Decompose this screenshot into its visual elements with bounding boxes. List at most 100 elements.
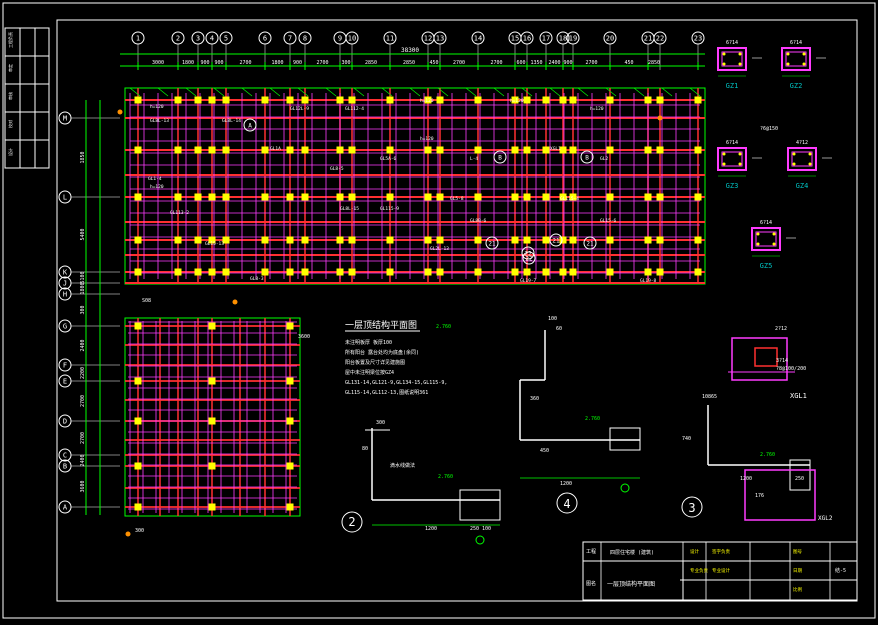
column-marker: [644, 96, 652, 104]
axis-label-left: F: [63, 362, 67, 370]
column-marker: [261, 236, 269, 244]
gz-label: GZ1: [726, 82, 739, 90]
gz-stirrup: [755, 231, 777, 247]
dim-slash: [129, 87, 141, 97]
sidebar-row-text: 校对: [7, 120, 13, 128]
gz-stirrup-label: ?6@150: [760, 126, 778, 132]
gz-section-outline: [717, 47, 747, 71]
dim-top-value: 2850: [403, 60, 415, 66]
section-tag-circle: [522, 251, 536, 265]
column-marker: [336, 96, 344, 104]
column-marker: [656, 96, 664, 104]
column-marker: [222, 96, 230, 104]
sidebar-row-text: 设计: [7, 148, 13, 156]
rebar-dot: [808, 162, 812, 166]
tb-project: 四层住宅楼 (建筑): [610, 549, 654, 556]
column-marker: [286, 146, 294, 154]
axis-label-top: 10: [348, 35, 356, 43]
column-marker: [656, 268, 664, 276]
tb-cell: 图号: [793, 549, 802, 555]
tb-cell: 专业负责: [690, 567, 708, 574]
xgl1-label: XGL1: [790, 392, 807, 400]
column-marker: [606, 146, 614, 154]
dim-slash: [409, 87, 421, 97]
column-marker: [424, 236, 432, 244]
column-marker: [194, 96, 202, 104]
axis-label-left: B: [63, 463, 67, 471]
column-marker: [134, 268, 142, 276]
dim-top-value: 900: [563, 60, 572, 66]
gz-rebar: 6?14: [760, 220, 772, 226]
beam-label: GL5-8: [450, 196, 464, 202]
column-marker: [644, 193, 652, 201]
dim-top-value: 2700: [239, 60, 251, 66]
axis-label-left: E: [63, 378, 67, 386]
section-tag-circle: [493, 150, 507, 164]
column-marker: [348, 96, 356, 104]
dim-top-value: 2850: [365, 60, 377, 66]
section-tag-circle: [549, 233, 563, 247]
section-tag-circle: [583, 236, 597, 250]
tb-sheet-no: 结-5: [835, 567, 846, 574]
column-marker: [542, 146, 550, 154]
dim-slash: [465, 87, 477, 97]
column-marker: [222, 193, 230, 201]
dim-top-value: 900: [293, 60, 302, 66]
column-marker: [424, 96, 432, 104]
tb-scale-label: 比例: [793, 586, 802, 593]
tb-date-label: 日期: [793, 568, 802, 574]
beam-label: GL8L-13: [150, 118, 169, 124]
dim-left-value: 2400: [80, 339, 86, 351]
dim-slash: [633, 87, 645, 97]
column-marker: [386, 146, 394, 154]
column-marker: [348, 268, 356, 276]
sec2-dim-value: 80: [362, 446, 368, 452]
slab-thickness-label: h=120: [150, 184, 164, 190]
column-marker: [474, 236, 482, 244]
beam-label: GL15-6: [600, 218, 617, 224]
column-marker: [286, 193, 294, 201]
sec4-dim-value: 360: [530, 396, 539, 402]
xgl2-label: XGL2: [818, 515, 833, 522]
rebar-dot: [808, 152, 812, 156]
section-tag-label: B: [498, 155, 502, 162]
column-marker: [261, 268, 269, 276]
column-marker: [261, 146, 269, 154]
beam-label: GL112-4: [345, 106, 364, 112]
sidebar-row-text: 审定: [7, 64, 13, 72]
plan-note: GL115-14,GL112-13,图纸说明361: [345, 389, 428, 396]
rebar-dot: [802, 52, 806, 56]
orange-marker: [117, 109, 123, 115]
beam-label: GL2: [600, 156, 608, 162]
sec3-dim-value: 1200: [740, 476, 752, 482]
axis-label-top: 15: [511, 35, 519, 43]
gz-rebar: 4?12: [796, 140, 808, 146]
sec4-dim-value: 1200: [560, 481, 572, 487]
beam-label: GL2L-13: [430, 246, 449, 252]
rebar-dot: [802, 62, 806, 66]
axis-label-left: H: [63, 291, 67, 299]
sec3-dim-value: 176: [755, 493, 764, 499]
tb-cell: 签字负责: [712, 548, 730, 555]
orange-marker: [232, 299, 238, 305]
gz-rebar: 6?14: [726, 40, 738, 46]
plan-title: 一层顶结构平面图: [345, 319, 417, 331]
axis-label-left: D: [63, 418, 67, 426]
column-marker: [542, 268, 550, 276]
rebar-dot: [722, 52, 726, 56]
tb-cell: 专业设计: [712, 567, 730, 574]
column-marker: [174, 268, 182, 276]
column-marker: [222, 146, 230, 154]
column-marker: [348, 146, 356, 154]
axis-label-top: 17: [542, 35, 550, 43]
column-marker: [286, 96, 294, 104]
beam-label: XGL1: [550, 146, 561, 152]
column-marker: [474, 268, 482, 276]
column-marker: [286, 322, 294, 330]
column-marker: [134, 377, 142, 385]
rebar-dot: [738, 152, 742, 156]
column-marker: [336, 236, 344, 244]
sidebar-row-text: 工程负责: [7, 32, 13, 48]
sec3-tag: [681, 496, 703, 518]
